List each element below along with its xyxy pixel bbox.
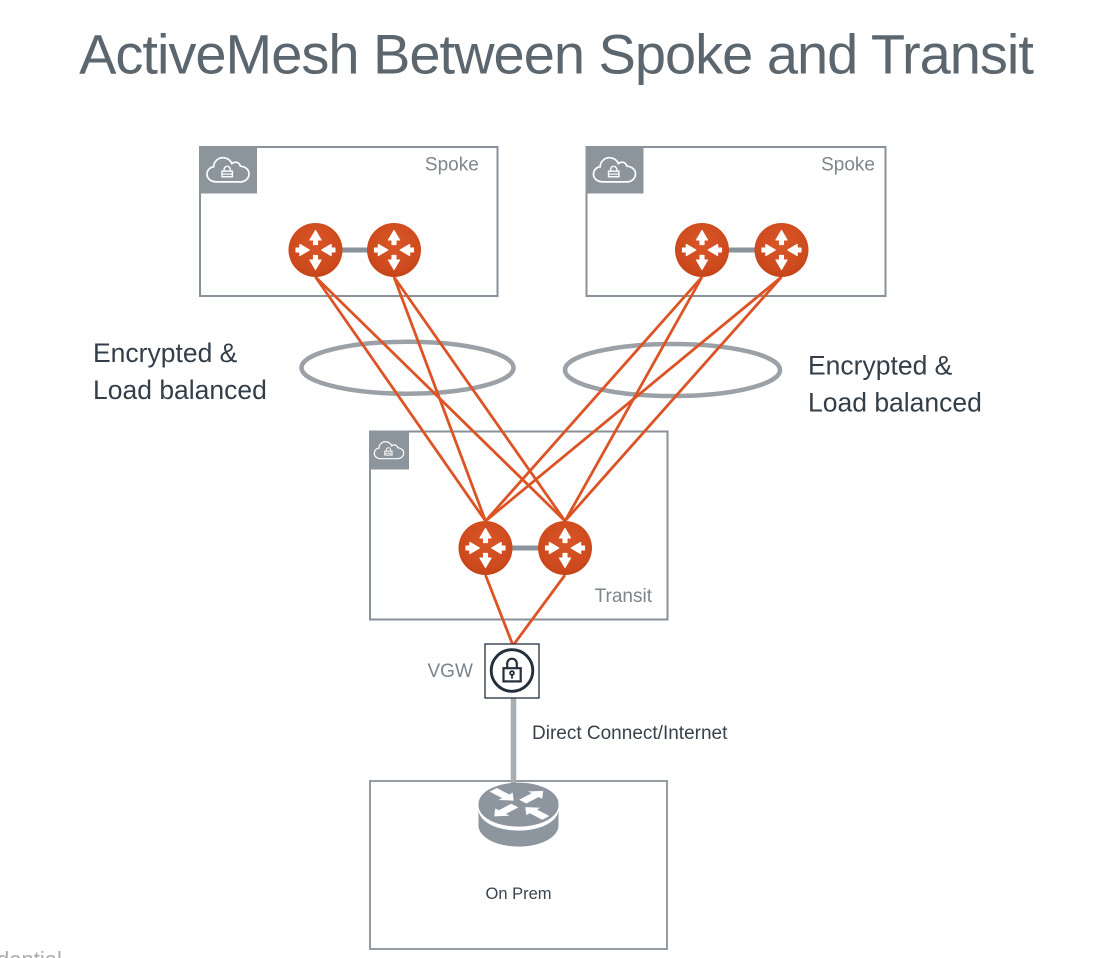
svg-text:Load balanced: Load balanced (808, 388, 982, 418)
svg-text:dential: dential (0, 947, 62, 958)
svg-text:VGW: VGW (428, 661, 473, 682)
svg-text:On Prem: On Prem (485, 885, 551, 903)
svg-text:Encrypted &: Encrypted & (808, 351, 953, 381)
svg-text:Spoke: Spoke (425, 155, 479, 176)
svg-text:Encrypted &: Encrypted & (93, 338, 238, 368)
svg-text:Transit: Transit (595, 586, 653, 607)
svg-text:Direct Connect/Internet: Direct Connect/Internet (532, 723, 728, 744)
svg-text:Load balanced: Load balanced (93, 375, 267, 405)
svg-text:Spoke: Spoke (821, 155, 875, 176)
svg-text:ActiveMesh Between Spoke and T: ActiveMesh Between Spoke and Transit (79, 23, 1034, 86)
